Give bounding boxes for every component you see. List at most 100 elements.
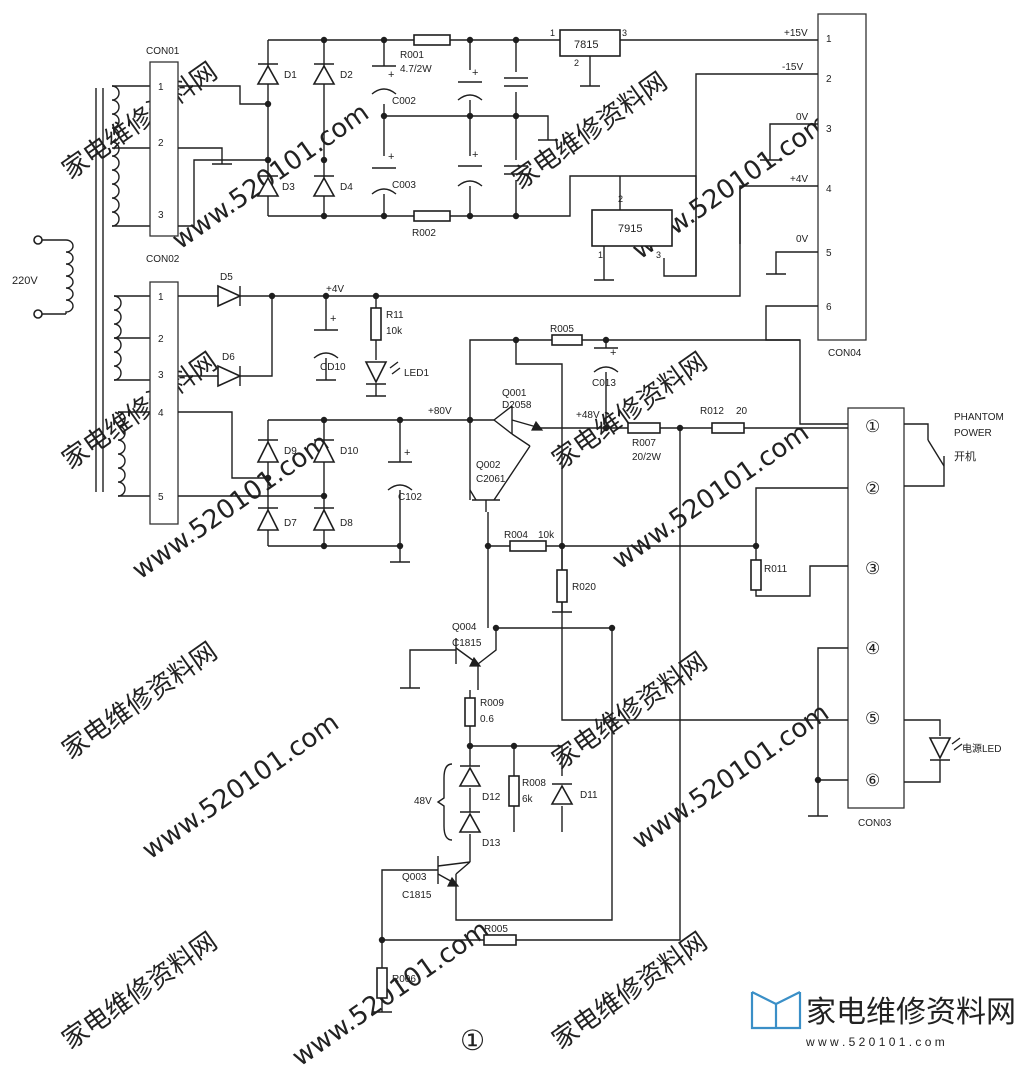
svg-text:R012: R012 <box>700 406 724 417</box>
connector-con03: CON03 ① ② ③ ④ ⑤ ⑥ <box>847 407 905 829</box>
resistor-r009: R009 0.6 <box>464 697 504 727</box>
pin-label: 5 <box>158 492 164 503</box>
svg-text:LED1: LED1 <box>404 368 429 379</box>
svg-text:10k: 10k <box>538 530 555 541</box>
watermark-text: 家电维修资料网 <box>57 57 223 186</box>
svg-text:3: 3 <box>622 28 627 38</box>
pin-label: 6 <box>826 302 832 313</box>
svg-text:CD10: CD10 <box>320 362 346 373</box>
svg-text:+: + <box>472 67 478 79</box>
regulator-7815: 7815 1 2 3 <box>550 28 627 68</box>
capacitor-c102: + C102 <box>387 447 422 503</box>
watermark-text: 家电维修资料网 <box>57 347 223 476</box>
svg-text:D12: D12 <box>482 792 501 803</box>
regulator-7915: 7915 1 2 3 <box>591 194 673 260</box>
svg-text:D6: D6 <box>222 352 235 363</box>
pin-label: ① <box>865 417 880 436</box>
mains-transformer: 220V <box>12 85 150 497</box>
svg-text:+4V: +4V <box>790 174 808 185</box>
svg-text:20: 20 <box>736 406 748 417</box>
led-power: 电源LED <box>928 737 1001 761</box>
diode-d1: D1 <box>256 63 297 85</box>
logo-url: w w w . 5 2 0 1 0 1 . c o m <box>805 1035 945 1049</box>
diode-d10: D10 <box>312 439 359 463</box>
book-icon <box>750 991 802 1030</box>
connector-con01: CON01 1 2 3 <box>146 46 180 237</box>
pin-label: 4 <box>158 408 164 419</box>
junction-dots-shunt <box>378 742 518 944</box>
site-logo: 家电维修资料网 w w w . 5 2 0 1 0 1 . c o m <box>750 991 1016 1049</box>
resistor-r005-bottom: R005 <box>483 924 517 946</box>
resistor-r11: R11 10k <box>370 307 404 341</box>
svg-text:R002: R002 <box>412 228 436 239</box>
svg-text:C002: C002 <box>392 96 416 107</box>
svg-text:Q004: Q004 <box>452 622 477 633</box>
svg-text:R007: R007 <box>632 438 656 449</box>
diode-d11: D11 <box>550 783 598 805</box>
pin-label: 2 <box>158 334 164 345</box>
svg-text:R008: R008 <box>522 778 546 789</box>
svg-text:D13: D13 <box>482 838 501 849</box>
resistor-r020: R020 <box>556 569 596 603</box>
con04-rail-labels: +15V -15V 0V +4V 0V <box>782 28 809 245</box>
svg-text:4.7/2W: 4.7/2W <box>400 64 432 75</box>
capacitor-filter-a: + <box>457 67 483 101</box>
diode-d12: D12 <box>458 765 501 803</box>
junction-dots-top <box>264 36 520 220</box>
capacitor-filter-c <box>504 77 528 87</box>
rail-plus80v: +80V <box>428 406 452 417</box>
svg-text:Q001: Q001 <box>502 388 527 399</box>
resistor-r004: R004 10k <box>504 530 555 552</box>
zener-voltage-label: 48V <box>414 796 432 807</box>
phantom-label: PHANTOM <box>954 412 1004 423</box>
watermark-url: www.520101.com <box>137 708 345 866</box>
svg-text:-15V: -15V <box>782 62 803 73</box>
junction-dots-80v <box>264 416 474 550</box>
svg-text:C003: C003 <box>392 180 416 191</box>
pin-label: 3 <box>826 124 832 135</box>
svg-text:R11: R11 <box>386 310 404 321</box>
connector-label: CON03 <box>858 818 892 829</box>
rail-plus4v: +4V <box>326 284 344 295</box>
top-rectifier-wiring <box>178 39 848 425</box>
pin-label: 1 <box>826 34 832 45</box>
capacitor-c002: + C002 <box>371 65 416 107</box>
diode-d9: D9 <box>256 439 297 463</box>
pin-label: ④ <box>865 639 880 658</box>
svg-text:D8: D8 <box>340 518 353 529</box>
resistor-r011: R011 <box>750 559 788 591</box>
power-switch-label: 开机 <box>954 449 976 463</box>
transistor-q001: Q001 D2058 <box>502 388 544 434</box>
svg-text:D11: D11 <box>580 790 598 801</box>
watermark-text: 家电维修资料网 <box>547 927 713 1056</box>
svg-text:R009: R009 <box>480 698 504 709</box>
svg-text:Q003: Q003 <box>402 872 427 883</box>
pin-label: 2 <box>826 74 832 85</box>
svg-text:Q002: Q002 <box>476 460 501 471</box>
svg-text:R006: R006 <box>392 974 416 985</box>
plus80v-wiring <box>178 411 494 563</box>
pin-label: 3 <box>158 210 164 221</box>
svg-text:+: + <box>388 69 394 81</box>
svg-text:2: 2 <box>574 58 579 68</box>
svg-text:+: + <box>404 447 410 459</box>
rail-plus48v: +48V <box>576 410 600 421</box>
svg-text:R020: R020 <box>572 582 596 593</box>
diode-d6: D6 <box>217 352 242 388</box>
svg-text:20/2W: 20/2W <box>632 452 661 463</box>
diode-d3: D3 <box>256 175 295 197</box>
svg-text:D1: D1 <box>284 70 297 81</box>
pin-label: ③ <box>865 559 880 578</box>
transistor-q002: Q002 C2061 <box>469 445 531 512</box>
pin-label: 2 <box>158 138 164 149</box>
transistor-q004: Q004 C1815 <box>452 622 482 667</box>
diode-d2: D2 <box>312 63 353 85</box>
diode-d4: D4 <box>312 175 353 197</box>
diode-d5: D5 <box>217 272 242 308</box>
connector-label: CON02 <box>146 254 180 265</box>
svg-text:7815: 7815 <box>574 39 598 51</box>
pin-label: 1 <box>158 82 164 93</box>
shunt-wiring <box>372 627 613 1013</box>
